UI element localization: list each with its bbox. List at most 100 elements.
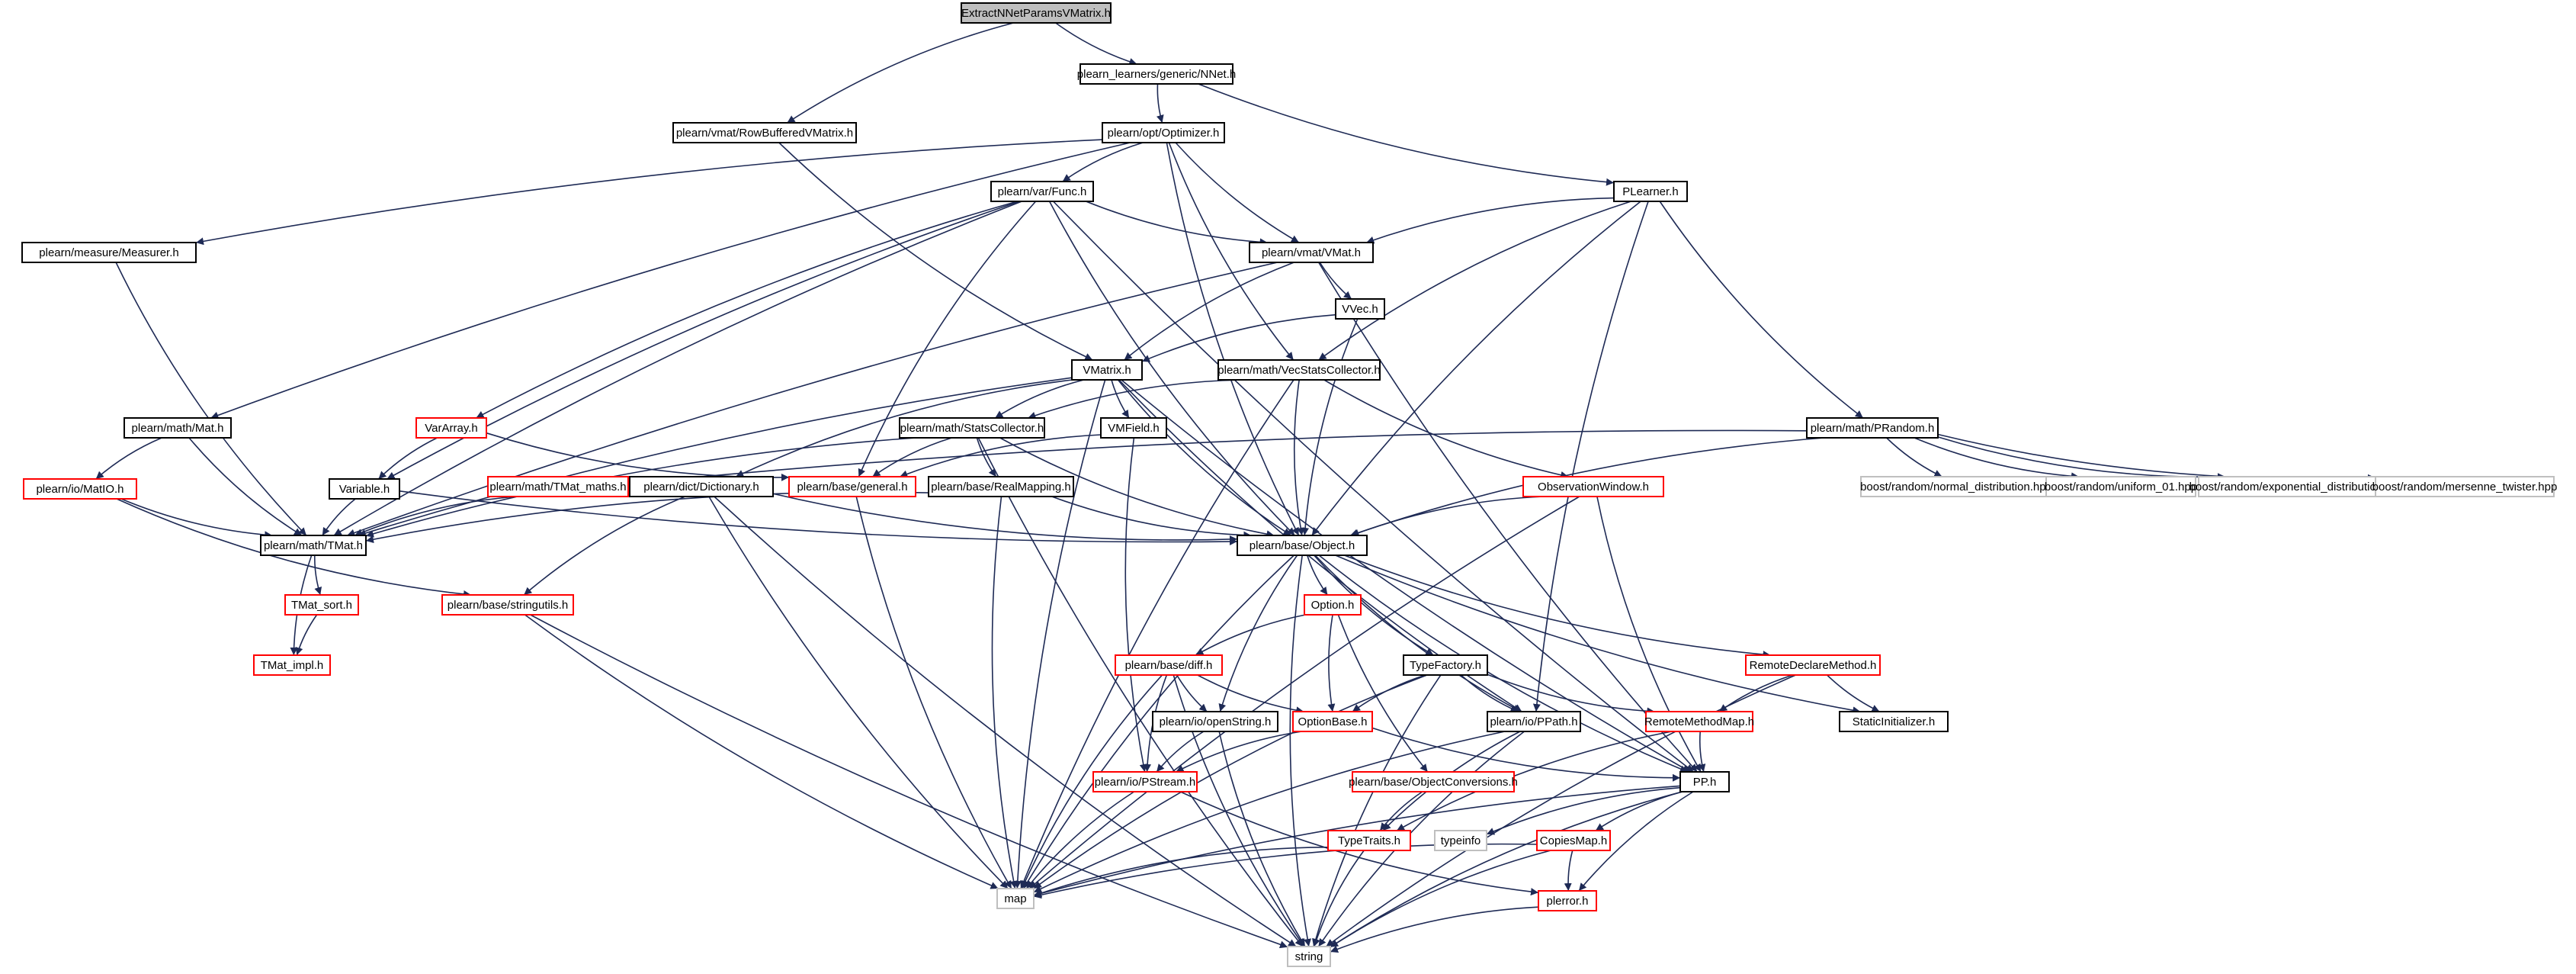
node-label: plearn/base/Object.h [1250, 539, 1355, 552]
edge-optionbase-to-pstream [1176, 731, 1302, 773]
node-box [2045, 476, 2196, 497]
edge-copiesmap-to-perror [1564, 850, 1574, 892]
node-remotemap[interactable]: RemoteMethodMap.h [1644, 711, 1754, 732]
node-box [1352, 771, 1515, 792]
node-box [961, 2, 1112, 24]
node-label: plearn/base/general.h [797, 481, 907, 493]
node-pp[interactable]: PP.h [1679, 771, 1730, 792]
node-func[interactable]: plearn/var/Func.h [990, 181, 1094, 202]
node-mat[interactable]: plearn/math/Mat.h [124, 417, 232, 439]
node-label: plearn_learners/generic/NNet.h [1077, 68, 1236, 81]
node-label: Variable.h [339, 483, 390, 496]
edge-optimizer-to-object [1166, 142, 1300, 536]
node-label: plearn/math/StatsCollector.h [900, 422, 1044, 435]
node-statscol[interactable]: plearn/math/StatsCollector.h [899, 417, 1045, 439]
node-prandom[interactable]: plearn/math/PRandom.h [1806, 417, 1939, 439]
node-box [441, 594, 574, 616]
node-vecstats[interactable]: plearn/math/VecStatsCollector.h [1217, 359, 1381, 381]
node-vvec[interactable]: VVec.h [1335, 298, 1385, 320]
edge-pp-to-map [1033, 785, 1681, 898]
node-dictionary[interactable]: plearn/dict/Dictionary.h [629, 476, 774, 497]
node-box [1860, 476, 2052, 497]
node-label: plearn/var/Func.h [998, 185, 1087, 198]
node-optimizer[interactable]: plearn/opt/Optimizer.h [1102, 122, 1225, 143]
edge-vecstats-to-map [1020, 379, 1294, 889]
node-staticinit[interactable]: StaticInitializer.h [1839, 711, 1949, 732]
node-label: string [1295, 950, 1323, 963]
edge-statscol-to-realmap [976, 437, 997, 477]
node-obswin[interactable]: ObservationWindow.h [1522, 476, 1664, 497]
node-tmatimpl[interactable]: TMat_impl.h [253, 654, 331, 676]
edge-obswin-to-map [1028, 496, 1580, 889]
edge-realmap-to-map [991, 496, 1018, 889]
node-label: plearn/math/PRandom.h [1811, 422, 1935, 435]
edge-object-to-option [1306, 555, 1328, 596]
node-perror[interactable]: plerror.h [1538, 890, 1597, 911]
node-typetraits[interactable]: TypeTraits.h [1327, 830, 1411, 851]
node-box [329, 478, 400, 500]
node-realmap[interactable]: plearn/base/RealMapping.h [928, 476, 1074, 497]
node-typefactory[interactable]: TypeFactory.h [1403, 654, 1488, 676]
node-box [1071, 359, 1143, 381]
node-tmatmaths[interactable]: plearn/math/TMat_maths.h [487, 476, 629, 497]
edge-openstring-to-pstream [1156, 731, 1205, 773]
edge-tmatsort-to-tmatimpl [295, 614, 318, 656]
node-objconv[interactable]: plearn/base/ObjectConversions.h [1349, 771, 1518, 792]
edge-object-to-typefactory [1313, 555, 1434, 656]
node-box [996, 888, 1035, 909]
edge-vecstats-to-statscol [1028, 379, 1243, 419]
node-general[interactable]: plearn/base/general.h [788, 476, 916, 497]
edge-vmat-to-vmatrix [1124, 262, 1294, 361]
edge-diff-to-openstring [1176, 674, 1208, 712]
node-label: VarArray.h [425, 422, 477, 435]
edge-optimizer-to-mat [210, 142, 1131, 419]
node-copiesmap[interactable]: CopiesMap.h [1536, 830, 1611, 851]
edge-vmat-to-vvec [1319, 262, 1352, 300]
node-ppath[interactable]: plearn/io/PPath.h [1487, 711, 1581, 732]
edge-diff-to-map [1021, 674, 1163, 889]
node-measurer[interactable]: plearn/measure/Measurer.h [21, 242, 197, 263]
node-vmatrix[interactable]: VMatrix.h [1071, 359, 1143, 381]
node-label: plearn/math/TMat_maths.h [489, 481, 626, 493]
node-nnet[interactable]: plearn_learners/generic/NNet.h [1077, 63, 1236, 85]
node-option[interactable]: Option.h [1304, 594, 1362, 616]
edge-matio-to-tmat [120, 498, 273, 539]
node-rowbuf[interactable]: plearn/vmat/RowBufferedVMatrix.h [672, 122, 857, 143]
node-tmatsort[interactable]: TMat_sort.h [284, 594, 359, 616]
node-variable[interactable]: Variable.h [329, 478, 400, 500]
node-box [1327, 830, 1411, 851]
node-diff[interactable]: plearn/base/diff.h [1115, 654, 1223, 676]
node-vmat[interactable]: plearn/vmat/VMat.h [1249, 242, 1374, 263]
edge-plearner-to-ppath [1532, 201, 1649, 712]
node-root[interactable]: ExtractNNetParamsVMatrix.h [961, 2, 1112, 24]
edge-object-to-map [1022, 555, 1294, 889]
node-object[interactable]: plearn/base/Object.h [1237, 535, 1368, 556]
node-box [1806, 417, 1939, 439]
node-tmat[interactable]: plearn/math/TMat.h [260, 535, 367, 556]
edge-typefactory-to-optionbase [1352, 674, 1426, 712]
node-pstream[interactable]: plearn/io/PStream.h [1092, 771, 1198, 792]
edge-pstream-to-perror [1179, 791, 1539, 896]
node-optionbase[interactable]: OptionBase.h [1292, 711, 1373, 732]
node-label: OptionBase.h [1298, 715, 1368, 728]
node-vararray[interactable]: VarArray.h [415, 417, 487, 439]
edge-prandom-to-object [1349, 437, 1824, 537]
node-label: plearn/vmat/VMat.h [1262, 246, 1361, 259]
node-box [1434, 830, 1487, 851]
edge-vmfield-to-pstream [1124, 437, 1147, 773]
edge-typefactory-to-remotemap [1487, 673, 1655, 715]
edge-root-to-nnet [1055, 22, 1137, 66]
node-vmfield[interactable]: VMField.h [1100, 417, 1167, 439]
node-label: Option.h [1311, 599, 1355, 612]
node-label: TMat_sort.h [291, 599, 352, 612]
node-label: TMat_impl.h [261, 659, 324, 672]
node-matio[interactable]: plearn/io/MatIO.h [23, 478, 137, 500]
edge-typefactory-to-ppath [1460, 674, 1519, 712]
node-label: TypeTraits.h [1338, 834, 1400, 847]
node-remotedecl[interactable]: RemoteDeclareMethod.h [1745, 654, 1881, 676]
node-stringutils[interactable]: plearn/base/stringutils.h [441, 594, 574, 616]
node-plearner[interactable]: PLearner.h [1613, 181, 1688, 202]
node-label: plearn/vmat/RowBufferedVMatrix.h [676, 127, 853, 140]
node-openstring[interactable]: plearn/io/openString.h [1152, 711, 1278, 732]
node-box [1100, 417, 1167, 439]
